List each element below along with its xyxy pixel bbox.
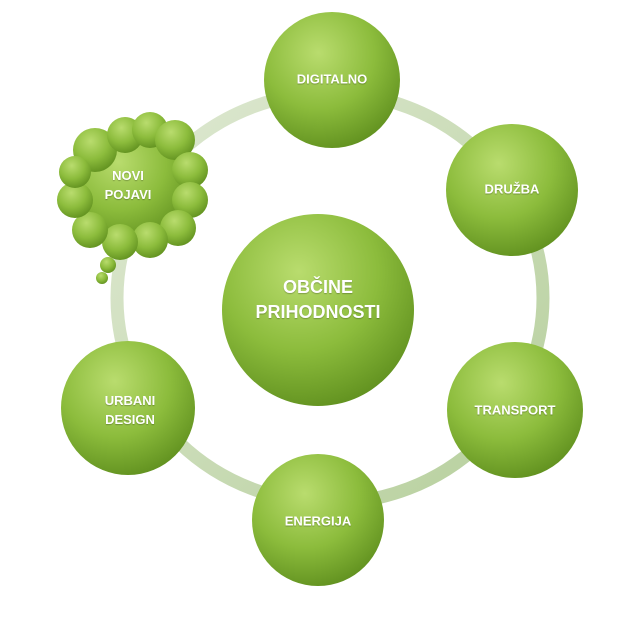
node-urbani-label: URBANI DESIGN [105, 392, 156, 430]
node-urbani-line1: URBANI [104, 393, 156, 409]
center-label: OBČINE PRIHODNOSTI [255, 275, 380, 325]
node-energija-label: ENERGIJA [284, 513, 352, 529]
node-energija-circle [252, 454, 384, 586]
node-transport-label: TRANSPORT [474, 402, 556, 418]
node-novi-line2: POJAVI [104, 187, 152, 202]
node-digitalno-circle [264, 12, 400, 148]
center-label-line1: OBČINE [282, 276, 354, 297]
node-novi-line1: NOVI [112, 168, 144, 184]
cloud-shape [57, 112, 208, 284]
center-label-line2: PRIHODNOSTI [255, 302, 381, 322]
node-transport-circle [447, 342, 583, 478]
node-druzba-circle [446, 124, 578, 256]
node-novi-label: NOVI POJAVI [105, 167, 152, 205]
node-druzba-label: DRUŽBA [484, 181, 540, 197]
center-circle [222, 214, 414, 406]
node-digitalno-label: DIGITALNO [296, 71, 368, 87]
node-urbani-line2: DESIGN [105, 412, 155, 427]
node-urbani-circle [61, 341, 195, 475]
